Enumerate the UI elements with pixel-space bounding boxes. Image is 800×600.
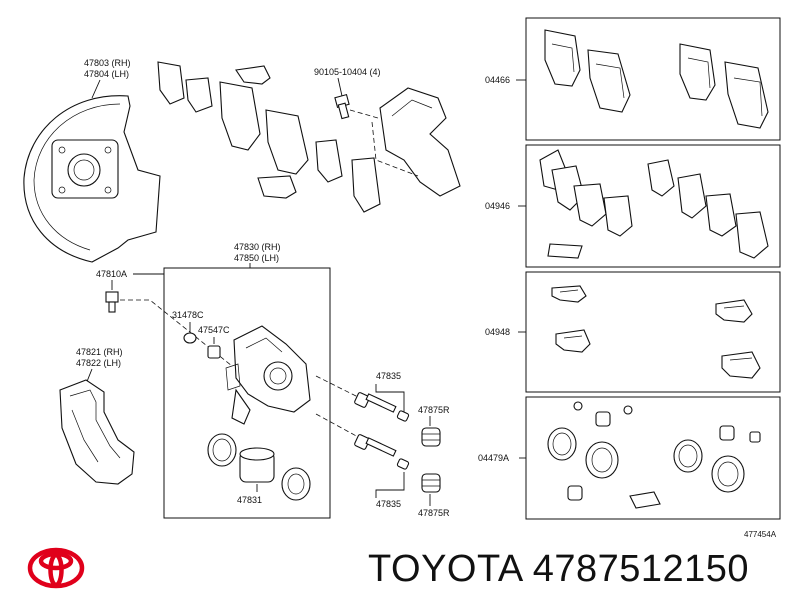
part-number: 4787512150 [532,548,750,590]
caliper-assembly-box [163,267,331,519]
label-cap-1: 31478C [172,310,204,320]
label-mounting-rh: 47821 (RH) [76,347,123,357]
brake-pads-illustration [544,29,769,129]
label-boot-top: 47875R [418,405,450,415]
label-pad-kit: 04466 [485,75,510,85]
brand-name: TOYOTA [368,548,522,590]
slide-pin-top-illustration [354,392,410,422]
label-piston: 47831 [237,495,262,505]
brand-part-line: TOYOTA 4787512150 [368,548,749,591]
label-caliper-rh: 47830 (RH) [234,242,281,252]
backing-plate-illustration [23,95,161,263]
piston-illustration [239,447,275,483]
dust-cap-illustration [207,345,221,359]
bleeder-cap-illustration [183,332,197,344]
toyota-logo-icon [27,547,85,589]
pin-boot-top-illustration [421,427,441,447]
label-bleeder: 47810A [96,269,127,279]
label-backing-plate-rh: 47803 (RH) [84,58,131,68]
label-mounting-lh: 47822 (LH) [76,358,121,368]
label-cylinder-kit: 04479A [478,453,509,463]
shims-illustration [539,149,769,259]
caliper-mounting-illustration [59,379,135,485]
piston-boot-illustration [281,467,311,501]
seal-kit-illustration [547,401,761,509]
pad-kit-box [525,17,781,141]
label-cap-2: 47547C [198,325,230,335]
bleeder-screw-illustration [105,291,119,313]
label-bolt: 90105-10404 (4) [314,67,381,77]
caliper-bracket-top-illustration [349,87,461,197]
clips-illustration [551,285,761,379]
label-slide-pin-top: 47835 [376,371,401,381]
label-slide-pin-bottom: 47835 [376,499,401,509]
bolt-illustration [334,93,350,120]
caliper-body-illustration [225,325,311,425]
label-boot-bottom: 47875R [418,508,450,518]
label-shim-kit: 04946 [485,201,510,211]
pads-top-illustration [157,61,381,213]
label-clip-kit: 04948 [485,327,510,337]
label-caliper-lh: 47850 (LH) [234,253,279,263]
piston-seal-illustration [207,433,237,467]
label-backing-plate-lh: 47804 (LH) [84,69,129,79]
diagram-code: 477454A [744,530,777,539]
pin-boot-bottom-illustration [421,473,441,493]
slide-pin-bottom-illustration [354,434,410,470]
